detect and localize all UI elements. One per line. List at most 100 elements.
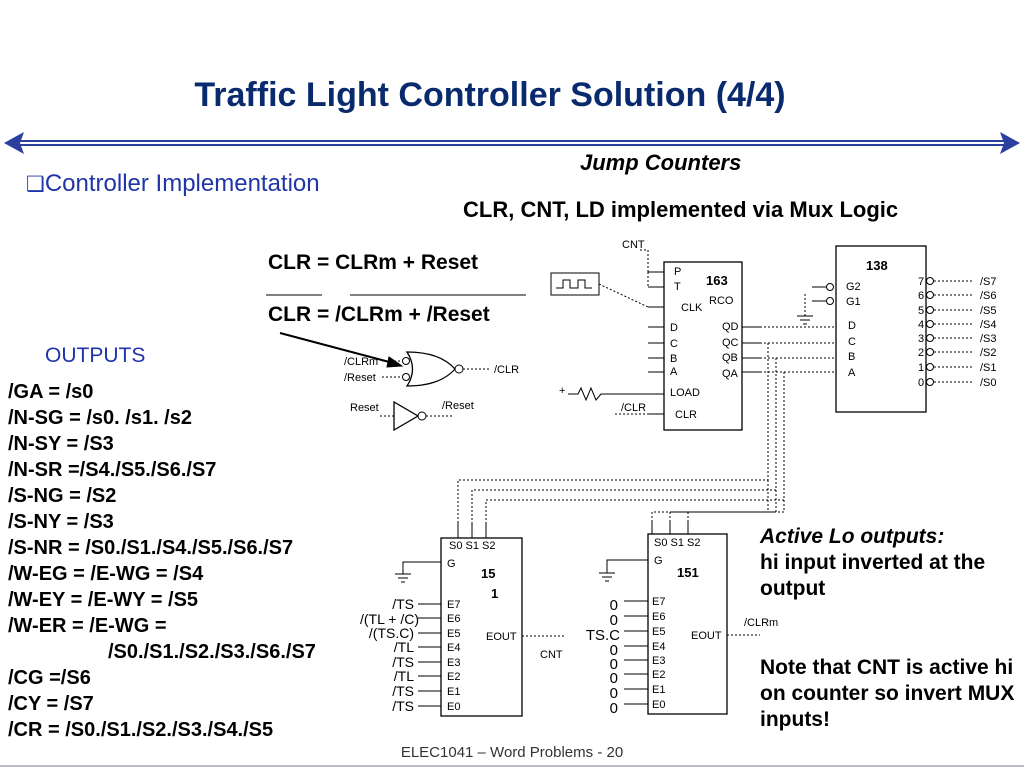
mux-a-name-line2: 1 xyxy=(491,586,498,601)
mux-b-signal-e2: 0 xyxy=(610,670,618,687)
note-cnt: Note that CNT is active hi on counter so… xyxy=(760,656,1015,731)
equation-s-ng: /S-NG = /S2 xyxy=(8,485,117,507)
mux-a-output-cnt: CNT xyxy=(540,649,563,661)
pin-p: P xyxy=(674,266,681,278)
decoder-output-7: 7 xyxy=(918,276,924,288)
mux-a-ground xyxy=(395,561,441,583)
note-active-lo-title: Active Lo outputs: xyxy=(760,525,945,548)
pointer-arrow xyxy=(279,332,394,364)
mux-b-signal-e0: 0 xyxy=(610,700,618,717)
equation-w-eg: /W-EG = /E-WG = /S4 xyxy=(8,563,204,585)
decoder-output-4: 4 xyxy=(918,319,924,331)
mux-a-e0: E0 xyxy=(447,701,460,713)
counter-163-label: 163 xyxy=(706,273,728,288)
mux-a-eout: EOUT xyxy=(486,631,517,643)
cnt-label: CNT xyxy=(622,239,645,251)
mux-b-output-clrm: /CLRm xyxy=(744,617,778,629)
pin-a: A xyxy=(670,366,678,378)
pin-b: B xyxy=(670,353,677,365)
title-divider xyxy=(4,132,1020,154)
mux-b-name: 151 xyxy=(677,565,699,580)
equation-n-sr: /N-SR =/S4./S5./S6./S7 xyxy=(8,459,217,481)
pin-rco: RCO xyxy=(709,295,734,307)
equation-w-ey: /W-EY = /E-WY = /S5 xyxy=(8,589,199,611)
mux-a-e6: E6 xyxy=(447,613,460,625)
inverter-output-reset: /Reset xyxy=(442,400,474,412)
right-arrowhead-icon xyxy=(1000,132,1020,154)
pin-qc: QC xyxy=(722,337,739,349)
mux-a-name-line1: 15 xyxy=(481,566,495,581)
footer-divider xyxy=(0,765,1024,767)
counter-163-chip xyxy=(663,261,743,431)
mux-a-input-signals: /TS /(TL + /C) /(TS.C) /TL /TS /TL /TS /… xyxy=(360,596,419,714)
decoder-output-0: 0 xyxy=(918,377,924,389)
clock-wire xyxy=(598,283,649,308)
mux-b-signal-e3: 0 xyxy=(610,656,618,673)
mux-a-select-pins: S0 S1 S2 xyxy=(449,540,495,552)
decoder-output-signals: /S7 /S6 /S5 /S4 /S3 /S2 /S1 /S0 xyxy=(980,276,997,389)
mux-a-signal-e7: /TS xyxy=(392,596,414,612)
mux-b-signal-e1: 0 xyxy=(610,685,618,702)
clr-equation-complement: CLR = /CLRm + /Reset xyxy=(268,303,490,326)
bullet-text: Controller Implementation xyxy=(44,170,320,197)
mux-a-e7: E7 xyxy=(447,599,460,611)
inverter-gate xyxy=(380,400,452,432)
mux-a-signal-e0: /TS xyxy=(392,698,414,714)
equation-w-er-continued: /S0./S1./S2./S3./S6./S7 xyxy=(108,641,316,663)
signal-s4: /S4 xyxy=(980,319,997,331)
nor-input-reset: /Reset xyxy=(344,372,376,384)
mux-a-enable: G xyxy=(447,558,456,570)
bullet-item: ❑Controller Implementation xyxy=(26,170,320,198)
plus-label: + xyxy=(559,385,565,397)
mux-a-signal-e6: /(TL + /C) xyxy=(360,611,419,627)
mux-a-signal-e5: /(TS.C) xyxy=(369,625,414,641)
equation-s-ny: /S-NY = /S3 xyxy=(8,511,114,533)
mux-a-signal-e3: /TS xyxy=(392,654,414,670)
note-active-lo-body: hi input inverted at the output xyxy=(760,551,986,600)
arrowhead-icon xyxy=(386,356,404,368)
nor-gate xyxy=(382,351,490,387)
decoder-138-label: 138 xyxy=(866,258,888,273)
mux-b-e6: E6 xyxy=(652,611,665,623)
checkbox-bullet-icon: ❑ xyxy=(26,172,45,196)
equation-n-sg: /N-SG = /s0. /s1. /s2 xyxy=(8,407,192,429)
mux-b-signal-e5: TS.C xyxy=(586,627,620,644)
clock-waveform-icon xyxy=(556,279,592,289)
mux-a-e1: E1 xyxy=(447,686,460,698)
equation-cg: /CG =/S6 xyxy=(8,667,91,689)
mux-b-e5: E5 xyxy=(652,626,665,638)
mux-b-e0: E0 xyxy=(652,699,665,711)
subtitle: CLR, CNT, LD implemented via Mux Logic xyxy=(463,197,899,222)
mux-a-e5: E5 xyxy=(447,628,460,640)
section-heading: Jump Counters xyxy=(580,150,742,175)
signal-s0: /S0 xyxy=(980,377,997,389)
decoder-output-numbers: 7 6 5 4 3 2 1 0 xyxy=(918,276,924,389)
signal-s5: /S5 xyxy=(980,305,997,317)
decoder-138-chip xyxy=(835,245,927,413)
mux-b-input-stubs xyxy=(624,600,648,705)
decoder-output-5: 5 xyxy=(918,305,924,317)
decoder-output-6: 6 xyxy=(918,290,924,302)
pin-g1: G1 xyxy=(846,296,861,308)
pin-load: LOAD xyxy=(670,387,700,399)
pin-t: T xyxy=(674,281,681,293)
cnt-wire xyxy=(640,249,649,272)
pin-qd: QD xyxy=(722,321,739,333)
outputs-label: OUTPUTS xyxy=(45,344,146,367)
counter-163-pin-stubs xyxy=(648,271,760,415)
decoder-enable-pins xyxy=(797,283,834,325)
note-active-lo: Active Lo outputs: hi input inverted at t… xyxy=(760,524,1010,602)
decoder-output-bubbles xyxy=(926,277,934,386)
mux-a-signal-e2: /TL xyxy=(394,668,414,684)
pin-g2: G2 xyxy=(846,281,861,293)
mux-a-signal-e1: /TS xyxy=(392,683,414,699)
pin-b-138: B xyxy=(848,351,855,363)
mux-a-e3: E3 xyxy=(447,657,460,669)
mux-a-chip xyxy=(440,537,523,717)
signal-s3: /S3 xyxy=(980,333,997,345)
decoder-output-1: 1 xyxy=(918,362,924,374)
decoder-output-2: 2 xyxy=(918,347,924,359)
nor-input-clrm: /CLRm xyxy=(344,356,378,368)
decoder-output-wires xyxy=(934,280,972,383)
